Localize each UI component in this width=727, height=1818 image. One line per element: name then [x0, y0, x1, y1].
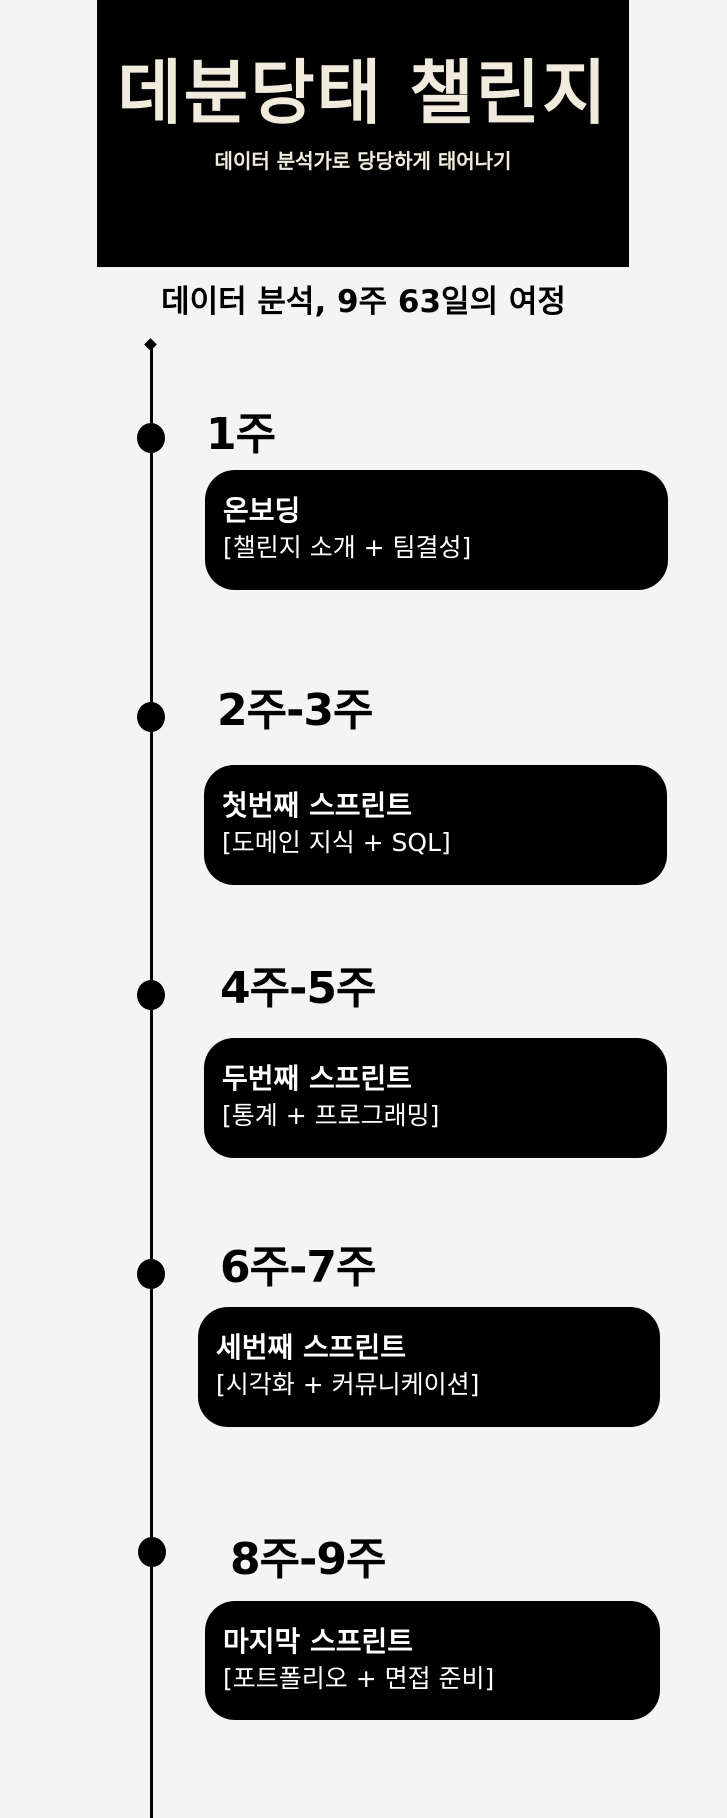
week-label: 4주-5주: [220, 963, 376, 1014]
timeline-card: 온보딩 [챌린지 소개 + 팀결성]: [205, 470, 668, 590]
week-label: 6주-7주: [220, 1242, 376, 1293]
card-detail: [통계 + 프로그래밍]: [222, 1101, 440, 1130]
timeline-card: 두번째 스프린트 [통계 + 프로그래밍]: [204, 1038, 667, 1158]
page-title: 데분당태 챌린지: [117, 52, 609, 134]
card-title: 온보딩: [223, 494, 301, 527]
timeline-dot: [137, 980, 165, 1010]
timeline-card: 첫번째 스프린트 [도메인 지식 + SQL]: [204, 765, 667, 885]
timeline-start-diamond-icon: [144, 338, 157, 351]
timeline-card: 세번째 스프린트 [시각화 + 커뮤니케이션]: [198, 1307, 660, 1427]
week-label: 1주: [206, 409, 276, 460]
card-detail: [챌린지 소개 + 팀결성]: [223, 533, 472, 562]
week-label: 8주-9주: [230, 1534, 386, 1585]
timeline-dot: [137, 702, 165, 732]
timeline-dot: [137, 1259, 165, 1289]
journey-heading: 데이터 분석, 9주 63일의 여정: [161, 284, 566, 320]
timeline-dot: [138, 1537, 166, 1567]
card-title: 첫번째 스프린트: [222, 789, 413, 822]
header-banner: 데분당태 챌린지 데이터 분석가로 당당하게 태어나기: [97, 0, 629, 267]
timeline-card: 마지막 스프린트 [포트폴리오 + 면접 준비]: [205, 1601, 660, 1720]
card-detail: [시각화 + 커뮤니케이션]: [216, 1370, 480, 1399]
timeline-dot: [137, 423, 165, 453]
page-subtitle: 데이터 분석가로 당당하게 태어나기: [214, 149, 512, 173]
week-label: 2주-3주: [217, 685, 373, 736]
card-detail: [도메인 지식 + SQL]: [222, 828, 451, 857]
card-title: 두번째 스프린트: [222, 1062, 413, 1095]
timeline-line: [150, 345, 153, 1818]
card-detail: [포트폴리오 + 면접 준비]: [223, 1664, 495, 1693]
card-title: 마지막 스프린트: [223, 1625, 414, 1658]
card-title: 세번째 스프린트: [216, 1331, 407, 1364]
